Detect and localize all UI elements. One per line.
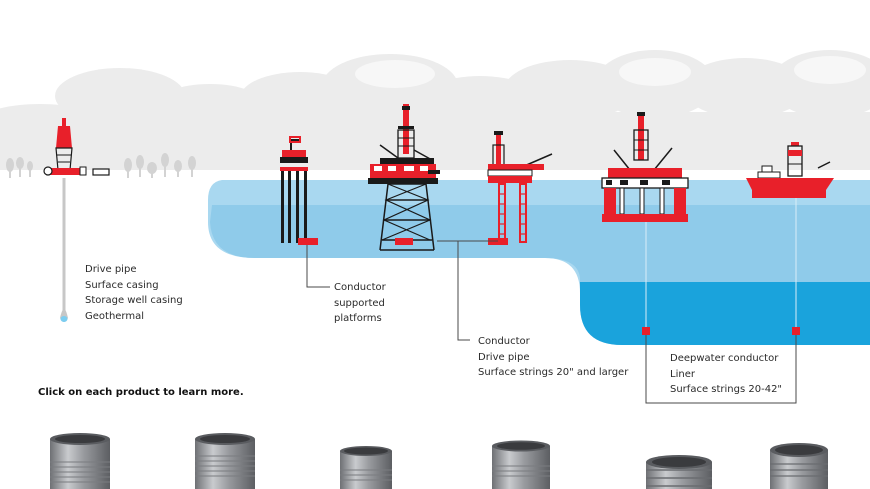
drillship	[746, 142, 834, 335]
product-conductor-casing[interactable]	[50, 433, 110, 489]
conductor-supported-platform	[280, 136, 318, 245]
label-line: Drive pipe	[85, 264, 137, 275]
product-liner[interactable]	[770, 443, 828, 489]
label-line: Surface casing	[85, 279, 159, 291]
label-line: Conductor	[334, 282, 386, 293]
instruction-text: Click on each product to learn more.	[38, 387, 244, 398]
label-conductor-drive-pipe: Conductor Drive pipe Surface strings 20"…	[478, 334, 628, 381]
mid-water	[210, 205, 870, 282]
product-large-surface-string[interactable]	[492, 440, 550, 489]
label-conductor-supported-platforms: Conductor supported platforms	[334, 280, 386, 327]
jacket-platform	[368, 104, 440, 251]
product-drive-pipe[interactable]	[195, 433, 255, 489]
label-onshore-applications: Drive pipe Surface casing Storage well c…	[85, 262, 183, 324]
label-line: supported	[334, 297, 385, 309]
cloud-highlights	[355, 56, 866, 88]
label-line: Storage well casing	[85, 295, 183, 306]
label-line: Surface strings 20" and larger	[478, 367, 629, 378]
product-surface-string[interactable]	[340, 446, 392, 489]
leader-lines	[306, 240, 797, 404]
label-line: platforms	[334, 313, 382, 324]
label-line: Liner	[670, 368, 695, 380]
label-deepwater-conductor: Deepwater conductor Liner Surface string…	[670, 351, 782, 398]
product-deepwater-connector[interactable]	[646, 455, 712, 489]
onshore-drilling-rig	[43, 118, 110, 322]
tree-line	[6, 153, 196, 178]
label-line: Geothermal	[85, 310, 145, 322]
label-line: Deepwater conductor	[670, 353, 779, 364]
semi-submersible-rig	[601, 112, 689, 335]
label-line: Surface strings 20-42"	[670, 384, 783, 395]
label-line: Conductor	[478, 336, 530, 347]
label-line: Drive pipe	[478, 351, 530, 363]
cloud-band	[0, 50, 870, 170]
product-row	[50, 433, 828, 489]
